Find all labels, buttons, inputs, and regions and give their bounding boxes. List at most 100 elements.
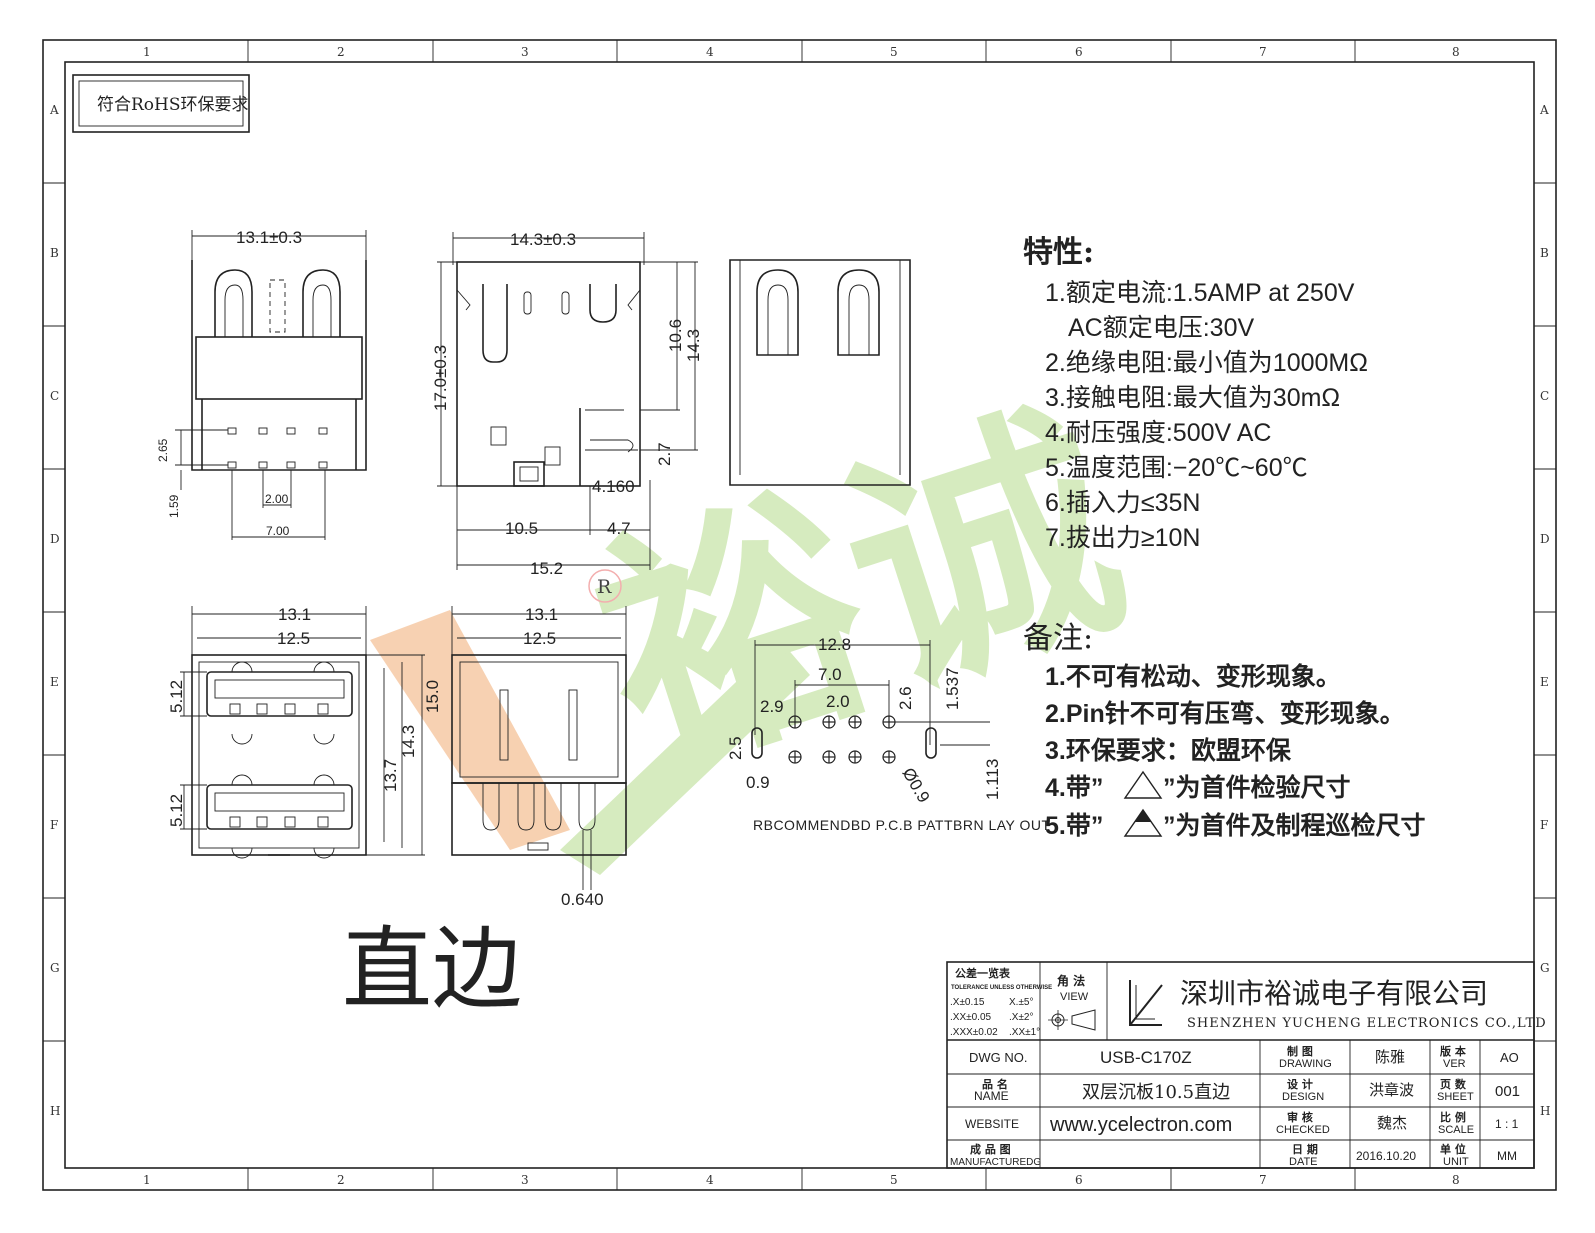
view-stacked-back: 13.1 12.5 0.640 bbox=[451, 605, 627, 909]
drawing-en: DRAWING bbox=[1279, 1058, 1332, 1070]
feature-item: 5.温度范围:−20℃~60℃ bbox=[1045, 454, 1308, 482]
scale-en: SCALE bbox=[1438, 1124, 1474, 1136]
website-label: WEBSITE bbox=[965, 1117, 1019, 1131]
row-label: G bbox=[50, 961, 60, 975]
row-label: A bbox=[1539, 103, 1549, 117]
col-label: 7 bbox=[1259, 1173, 1267, 1187]
row-label: C bbox=[1540, 389, 1549, 403]
row-label: C bbox=[50, 389, 59, 403]
feature-item: 6.插入力≤35N bbox=[1045, 489, 1200, 517]
pcb-0-9: 0.9 bbox=[746, 773, 770, 792]
dim-0-640: 0.640 bbox=[561, 890, 604, 909]
view-front: 14.3±0.3 17.0±0.3 10.6 14.3 2.7 4.160 10… bbox=[431, 230, 703, 578]
note-item: 1.不可有松动、变形现象。 bbox=[1045, 662, 1341, 691]
drawing-name: 陈雅 bbox=[1375, 1048, 1405, 1066]
dim-front-width: 14.3±0.3 bbox=[510, 230, 576, 249]
pcb-diameter: Ø0.9 bbox=[899, 765, 934, 806]
col-label: 4 bbox=[706, 45, 714, 59]
tolerance-linear: .X±0.15 bbox=[950, 997, 985, 1008]
row-label: E bbox=[1540, 675, 1549, 689]
note-item-4-suffix: ”为首件检验尺寸 bbox=[1163, 773, 1351, 802]
row-label: F bbox=[50, 818, 58, 832]
dim-12-5-b: 12.5 bbox=[523, 629, 556, 648]
row-label: D bbox=[50, 532, 60, 546]
col-label: 5 bbox=[890, 1173, 898, 1187]
col-label: 3 bbox=[521, 45, 529, 59]
scale-value: 1 : 1 bbox=[1495, 1117, 1519, 1131]
design-en: DESIGN bbox=[1282, 1091, 1324, 1103]
projection-symbol-icon bbox=[1048, 1009, 1096, 1031]
name-cn: 品 名 bbox=[982, 1077, 1008, 1091]
rohs-box-outer bbox=[72, 74, 250, 133]
process-inspection-triangle-fill bbox=[1135, 810, 1151, 822]
company-name-en: SHENZHEN YUCHENG ELECTRONICS CO.,LTD bbox=[1187, 1016, 1547, 1031]
row-label: H bbox=[50, 1104, 60, 1118]
pcb-2-0: 2.0 bbox=[826, 692, 850, 711]
outer-frame bbox=[42, 39, 1557, 1191]
view-side-top: 13.1±0.3 2.65 1.59 2.00 7.00 bbox=[156, 228, 367, 540]
note-item: 2.Pin针不可有压弯、变形现象。 bbox=[1045, 699, 1405, 728]
rohs-box-inner bbox=[78, 80, 244, 127]
col-label: 3 bbox=[521, 1173, 529, 1187]
row-label: D bbox=[1540, 532, 1550, 546]
col-label: 2 bbox=[337, 45, 345, 59]
pcb-1-113: 1.113 bbox=[983, 759, 1002, 800]
col-label: 8 bbox=[1452, 45, 1460, 59]
registered-circle bbox=[588, 569, 622, 603]
pcb-caption: RBCOMMENDBD P.C.B PATTBRN LAY OUT bbox=[753, 817, 1051, 833]
feature-item: 1.额定电流:1.5AMP at 250V bbox=[1045, 279, 1355, 307]
notes-heading: 备注: bbox=[1023, 621, 1093, 656]
note-item-5-prefix: 5.带” bbox=[1045, 812, 1103, 840]
row-label: F bbox=[1540, 818, 1548, 832]
features-heading: 特性: bbox=[1023, 235, 1094, 270]
dim-10-6: 10.6 bbox=[666, 319, 685, 352]
view-cn: 角 法 bbox=[1057, 973, 1085, 988]
dwg-no-label: DWG NO. bbox=[969, 1050, 1028, 1065]
date-en: DATE bbox=[1289, 1156, 1318, 1168]
col-label: 8 bbox=[1452, 1173, 1460, 1187]
dim-14-3-b: 14.3 bbox=[399, 725, 418, 758]
feature-item: 2.绝缘电阻:最小值为1000MΩ bbox=[1045, 349, 1368, 377]
ver-cn: 版 本 bbox=[1440, 1044, 1466, 1058]
tolerance-title: 公差一览表 bbox=[955, 966, 1011, 980]
tolerance-subtitle: TOLERANCE UNLESS OTHERWISE bbox=[951, 985, 1052, 991]
dim-height-total: 17.0±0.3 bbox=[431, 345, 450, 411]
tolerance-linear: .XXX±0.02 bbox=[950, 1027, 998, 1038]
col-label: 6 bbox=[1075, 45, 1083, 59]
view-en: VIEW bbox=[1060, 991, 1089, 1003]
unit-value: MM bbox=[1497, 1149, 1517, 1163]
dim-13-1-a: 13.1 bbox=[278, 605, 311, 624]
row-label: B bbox=[1540, 246, 1549, 260]
edge-type-label: 直边 bbox=[342, 917, 522, 1022]
sheet-en: SHEET bbox=[1437, 1091, 1474, 1103]
dim-4-160: 4.160 bbox=[592, 477, 635, 496]
design-cn: 设 计 bbox=[1287, 1077, 1313, 1091]
sheet-cn: 页 数 bbox=[1440, 1077, 1467, 1091]
feature-item: 3.接触电阻:最大值为30mΩ bbox=[1045, 384, 1340, 412]
dim-2-7: 2.7 bbox=[655, 442, 674, 466]
feature-item: 4.耐压强度:500V AC bbox=[1045, 419, 1271, 447]
ver-en: VER bbox=[1443, 1058, 1466, 1070]
dim-10-5: 10.5 bbox=[505, 519, 538, 538]
tolerance-linear: .XX±0.05 bbox=[950, 1012, 992, 1023]
checked-name: 魏杰 bbox=[1377, 1114, 1407, 1132]
feature-item: AC额定电压:30V bbox=[1068, 314, 1254, 342]
note-item-4-prefix: 4.带” bbox=[1045, 774, 1103, 802]
date-cn: 日 期 bbox=[1292, 1142, 1318, 1156]
tolerance-angular: X.±5° bbox=[1009, 997, 1034, 1008]
checked-cn: 审 核 bbox=[1287, 1110, 1313, 1124]
name-en: NAME bbox=[974, 1089, 1009, 1103]
col-label: 6 bbox=[1075, 1173, 1083, 1187]
col-label: 4 bbox=[706, 1173, 714, 1187]
drawing-cn: 制 图 bbox=[1287, 1044, 1313, 1058]
pcb-12-8: 12.8 bbox=[818, 635, 851, 654]
view-stacked-front: 13.1 12.5 5.12 5.12 15.0 14.3 13.7 bbox=[167, 605, 442, 859]
registered-mark: R bbox=[597, 576, 612, 598]
dim-12-5-a: 12.5 bbox=[277, 629, 310, 648]
col-label: 1 bbox=[143, 45, 151, 59]
dim-5-12-a: 5.12 bbox=[167, 680, 186, 713]
zone-labels: 1 2 3 4 5 6 7 8 1 2 3 4 5 6 7 8 A B C D … bbox=[49, 45, 1550, 1187]
note-item: 3.环保要求：欧盟环保 bbox=[1045, 736, 1292, 765]
zone-ticks bbox=[43, 40, 1556, 1190]
